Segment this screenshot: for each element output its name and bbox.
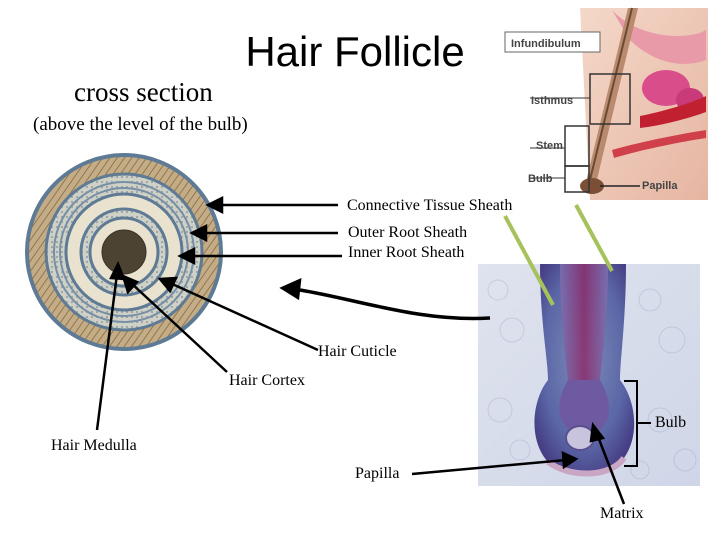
label-hair-cuticle: Hair Cuticle: [318, 343, 397, 361]
label-outer-root-sheath: Outer Root Sheath: [348, 224, 467, 242]
label-bulb: Bulb: [655, 414, 686, 432]
label-hair-cortex: Hair Cortex: [229, 372, 305, 390]
label-inner-root-sheath: Inner Root Sheath: [348, 244, 464, 262]
hair-medulla-core: [102, 230, 146, 274]
inset-label-infundibulum: Infundibulum: [511, 38, 581, 50]
follicle-inset-illustration: Infundibulum Isthmus Stem Bulb Papilla: [490, 6, 708, 204]
label-matrix: Matrix: [600, 505, 644, 523]
inset-label-isthmus: Isthmus: [531, 95, 573, 107]
inset-label-bulb: Bulb: [528, 173, 553, 185]
label-connective-tissue-sheath: Connective Tissue Sheath: [347, 197, 512, 215]
label-hair-medulla: Hair Medulla: [51, 437, 137, 455]
label-papilla: Papilla: [355, 465, 399, 483]
inset-label-papilla: Papilla: [642, 180, 678, 192]
inset-label-stem: Stem: [536, 140, 563, 152]
follicle-micrograph: [478, 264, 700, 486]
